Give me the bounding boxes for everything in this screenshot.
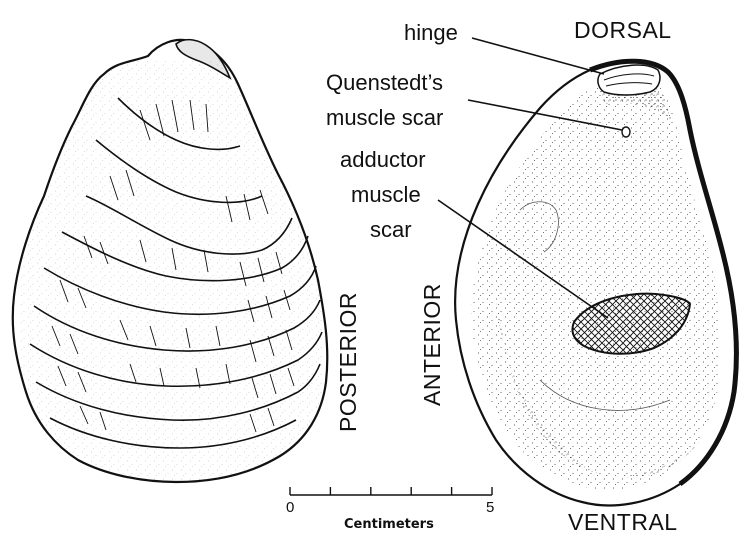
adductor-label-line3: scar — [370, 217, 412, 242]
right-valve-interior — [455, 61, 736, 505]
left-valve-exterior — [13, 40, 328, 482]
scale-unit-label: Centimeters — [344, 517, 434, 532]
scale-bar: 0 5 Centimeters — [286, 487, 494, 532]
anterior-label: ANTERIOR — [419, 283, 445, 406]
scale-end-label: 5 — [486, 499, 494, 516]
quenstedt-muscle-scar — [622, 127, 630, 137]
dorsal-label: DORSAL — [574, 17, 672, 43]
scale-start-label: 0 — [286, 499, 294, 516]
hinge-leader — [472, 38, 604, 74]
ventral-label: VENTRAL — [568, 509, 678, 534]
quenstedt-label-line1: Quenstedt’s — [326, 70, 443, 95]
adductor-label-line2: muscle — [351, 182, 421, 207]
scale-bar-ticks — [290, 487, 492, 495]
hinge-label: hinge — [404, 20, 458, 45]
adductor-label-line1: adductor — [340, 147, 426, 172]
posterior-label: POSTERIOR — [335, 292, 361, 432]
quenstedt-label-line2: muscle scar — [326, 105, 443, 130]
